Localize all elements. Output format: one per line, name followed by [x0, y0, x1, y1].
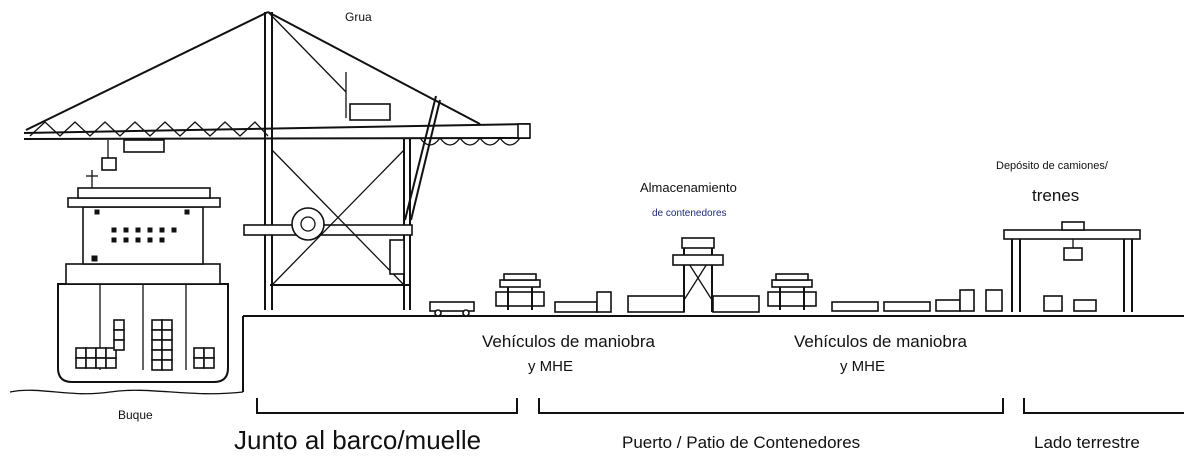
depot-label-line2: trenes: [1032, 186, 1080, 205]
zone-label-quay: Junto al barco/muelle: [234, 425, 482, 455]
depot-label-line1: Depósito de camiones/: [996, 160, 1108, 172]
zone-bracket-yard: [538, 398, 1004, 414]
zone-bracket-landside: [1023, 398, 1184, 414]
vehicles-left-label-line1: Vehículos de maniobra: [482, 332, 655, 351]
right-vehicles-illustration: [767, 273, 1003, 312]
zone-label-yard: Puerto / Patio de Contenedores: [622, 433, 861, 452]
ship-label: Buque: [118, 408, 153, 422]
vehicles-right-label-line1: Vehículos de maniobra: [794, 332, 967, 351]
quay-crane-illustration: [23, 11, 531, 310]
storage-label-line2: de contenedores: [652, 208, 727, 219]
zone-bracket-quay: [256, 398, 518, 414]
zone-label-landside: Lado terrestre: [1034, 433, 1140, 452]
crane-label: Grua: [345, 10, 372, 24]
water-line: [9, 389, 244, 395]
vehicles-right-label-line2: y MHE: [840, 358, 885, 375]
container-storage-illustration: [554, 237, 760, 313]
ship-illustration: [57, 170, 229, 383]
left-vehicles-illustration: [429, 273, 545, 317]
vehicles-left-label-line2: y MHE: [528, 358, 573, 375]
storage-label-line1: Almacenamiento: [640, 180, 737, 195]
rail-gantry-illustration: [1003, 221, 1141, 312]
